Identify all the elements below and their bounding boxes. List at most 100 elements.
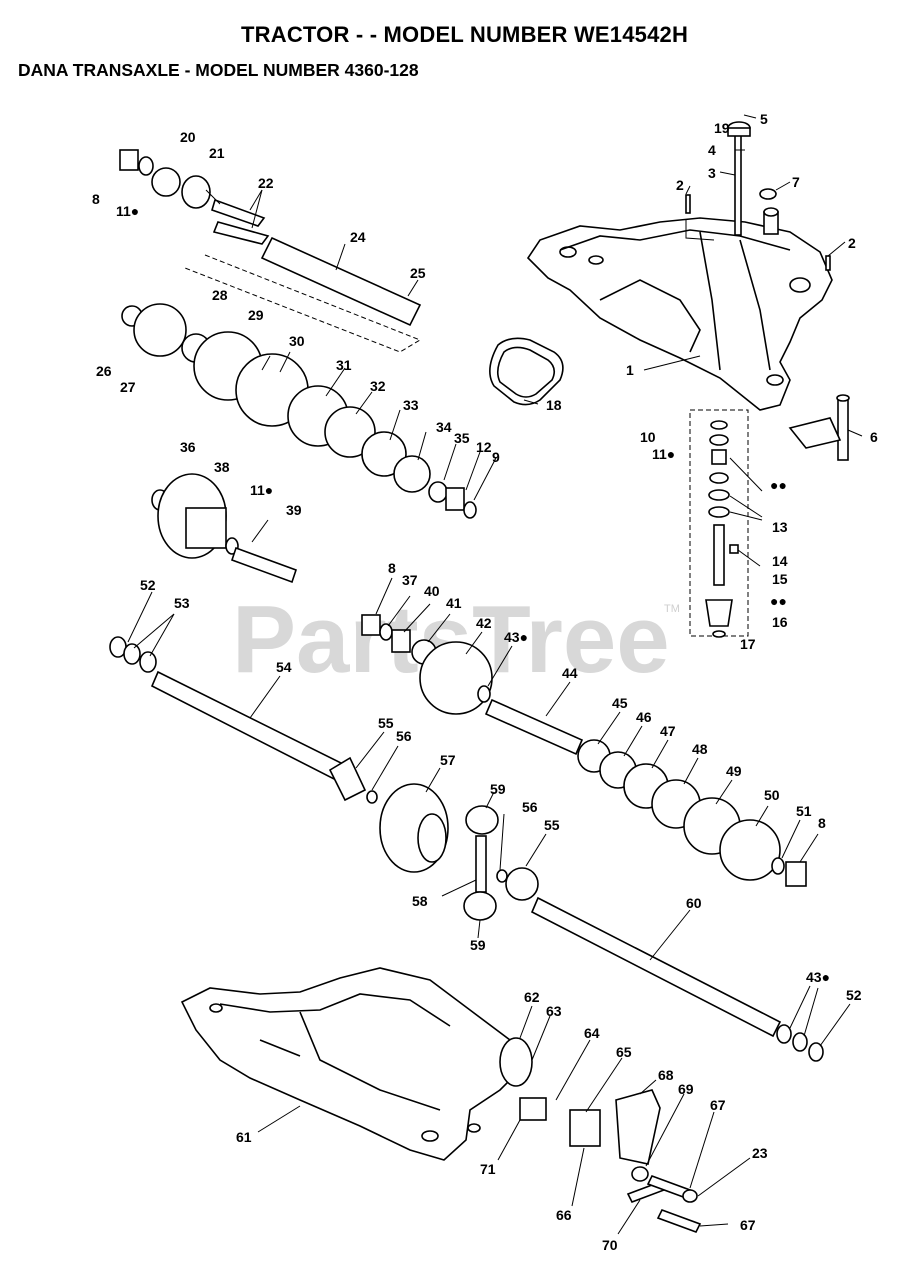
callout-49: 49 bbox=[726, 763, 742, 779]
input-shaft-group bbox=[689, 409, 749, 638]
callout-33: 33 bbox=[403, 397, 419, 413]
callout-superscript: ●● bbox=[770, 593, 787, 609]
callout-30: 30 bbox=[289, 333, 305, 349]
gear-cluster-top bbox=[119, 149, 211, 209]
callout-32: 32 bbox=[370, 378, 386, 394]
center-gear-group bbox=[361, 614, 584, 756]
callout-28: 28 bbox=[212, 287, 228, 303]
callouts: 1 2 2 3 4 5 6 7 8 8 8 9 10 11● 11● 11● 1… bbox=[92, 111, 878, 1253]
differential-group bbox=[379, 783, 539, 921]
callout-18: 18 bbox=[546, 397, 562, 413]
upper-shaft-group bbox=[184, 198, 422, 353]
callout-3: 3 bbox=[708, 165, 716, 181]
callout-8: 8 bbox=[388, 560, 396, 576]
callout-23: 23 bbox=[752, 1145, 768, 1161]
callout-2: 2 bbox=[848, 235, 856, 251]
callout-29: 29 bbox=[248, 307, 264, 323]
callout-10: 10 bbox=[640, 429, 656, 445]
callout-2: 2 bbox=[676, 177, 684, 193]
callout-14: 14 bbox=[772, 553, 788, 569]
callout-67: 67 bbox=[710, 1097, 726, 1113]
callout-43: 43● bbox=[806, 969, 830, 985]
callout-46: 46 bbox=[636, 709, 652, 725]
callout-9: 9 bbox=[492, 449, 500, 465]
axle-60-group bbox=[530, 896, 824, 1062]
callout-20: 20 bbox=[180, 129, 196, 145]
callout-11: 11● bbox=[250, 482, 273, 498]
callout-16: 16 bbox=[772, 614, 788, 630]
callout-54: 54 bbox=[276, 659, 292, 675]
callout-45: 45 bbox=[612, 695, 628, 711]
callout-11: 11● bbox=[652, 446, 675, 462]
callout-40: 40 bbox=[424, 583, 440, 599]
callout-24: 24 bbox=[350, 229, 366, 245]
callout-69: 69 bbox=[678, 1081, 694, 1097]
callout-35: 35 bbox=[454, 430, 470, 446]
callout-64: 64 bbox=[584, 1025, 600, 1041]
callout-15: 15 bbox=[772, 571, 788, 587]
lower-housing bbox=[180, 967, 521, 1161]
page-subtitle: DANA TRANSAXLE - MODEL NUMBER 4360-128 bbox=[18, 60, 419, 80]
callout-39: 39 bbox=[286, 502, 302, 518]
callout-56: 56 bbox=[396, 728, 412, 744]
callout-62: 62 bbox=[524, 989, 540, 1005]
callout-38: 38 bbox=[214, 459, 230, 475]
callout-59: 59 bbox=[470, 937, 486, 953]
callout-37: 37 bbox=[402, 572, 418, 588]
callout-19: 19 bbox=[714, 120, 730, 136]
callout-7: 7 bbox=[792, 174, 800, 190]
watermark-tm: TM bbox=[664, 603, 680, 615]
callout-11: 11● bbox=[116, 203, 139, 219]
callout-5: 5 bbox=[760, 111, 768, 127]
callout-66: 66 bbox=[556, 1207, 572, 1223]
right-gear-group bbox=[577, 739, 807, 887]
callout-52: 52 bbox=[140, 577, 156, 593]
callout-52: 52 bbox=[846, 987, 862, 1003]
brake-group bbox=[499, 1037, 702, 1233]
callout-41: 41 bbox=[446, 595, 462, 611]
callout-31: 31 bbox=[336, 357, 352, 373]
callout-71: 71 bbox=[480, 1161, 496, 1177]
callout-55: 55 bbox=[544, 817, 560, 833]
callout-42: 42 bbox=[476, 615, 492, 631]
leader-lines bbox=[127, 114, 863, 1235]
callout-17: 17 bbox=[740, 636, 756, 652]
callout-48: 48 bbox=[692, 741, 708, 757]
page-title: TRACTOR - - MODEL NUMBER WE14542H bbox=[241, 22, 689, 47]
callout-59: 59 bbox=[490, 781, 506, 797]
callout-57: 57 bbox=[440, 752, 456, 768]
callout-51: 51 bbox=[796, 803, 812, 819]
callout-55: 55 bbox=[378, 715, 394, 731]
callout-26: 26 bbox=[96, 363, 112, 379]
callout-43: 43● bbox=[504, 629, 528, 645]
gear-stack bbox=[121, 303, 477, 519]
callout-superscript: ●● bbox=[770, 477, 787, 493]
shift-bracket bbox=[788, 394, 850, 461]
callout-65: 65 bbox=[616, 1044, 632, 1060]
callout-22: 22 bbox=[258, 175, 274, 191]
callout-53: 53 bbox=[174, 595, 190, 611]
gear-38-group bbox=[151, 473, 298, 584]
callout-8: 8 bbox=[92, 191, 100, 207]
callout-4: 4 bbox=[708, 142, 716, 158]
callout-27: 27 bbox=[120, 379, 136, 395]
callout-47: 47 bbox=[660, 723, 676, 739]
callout-13: 13 bbox=[772, 519, 788, 535]
callout-44: 44 bbox=[562, 665, 578, 681]
callout-8: 8 bbox=[818, 815, 826, 831]
callout-63: 63 bbox=[546, 1003, 562, 1019]
callout-60: 60 bbox=[686, 895, 702, 911]
callout-68: 68 bbox=[658, 1067, 674, 1083]
chain bbox=[489, 337, 564, 406]
axle-54-group bbox=[109, 636, 378, 804]
callout-1: 1 bbox=[626, 362, 634, 378]
callout-36: 36 bbox=[180, 439, 196, 455]
callout-70: 70 bbox=[602, 1237, 618, 1253]
callout-25: 25 bbox=[410, 265, 426, 281]
callout-6: 6 bbox=[870, 429, 878, 445]
callout-12: 12 bbox=[476, 439, 492, 455]
callout-58: 58 bbox=[412, 893, 428, 909]
callout-21: 21 bbox=[209, 145, 225, 161]
callout-56: 56 bbox=[522, 799, 538, 815]
